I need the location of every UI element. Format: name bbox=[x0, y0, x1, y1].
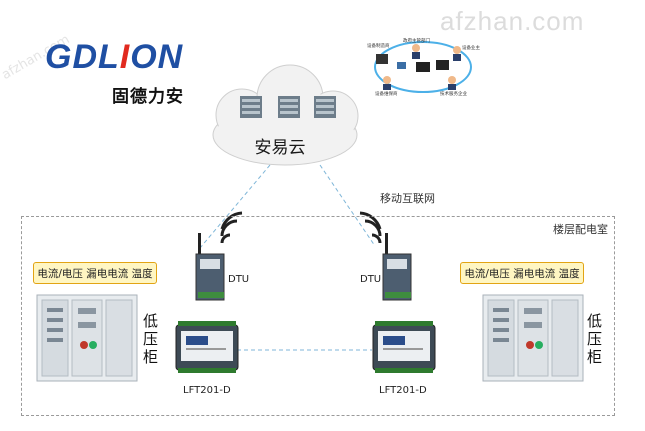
user-label-manufacturer: 设备制造商 bbox=[367, 44, 390, 49]
lft201-left-device bbox=[175, 321, 239, 373]
left-device-label: LFT201-D bbox=[183, 385, 231, 396]
network-label: 移动互联网 bbox=[380, 192, 435, 205]
user-label-maintainer: 设备维保商 bbox=[375, 92, 398, 97]
right-dtu-label: DTU bbox=[360, 274, 382, 285]
brand-bolt: I bbox=[119, 38, 131, 76]
cabinet-left-image bbox=[36, 294, 138, 382]
room-label: 楼层配电室 bbox=[553, 223, 608, 236]
brand-text-right: ON bbox=[130, 38, 184, 76]
user-label-owner: 设备业主 bbox=[462, 46, 480, 51]
wifi-signal-left-icon bbox=[220, 211, 243, 244]
link-cloud-right-dtu bbox=[319, 164, 376, 247]
user-label-government: 政府主管部门 bbox=[403, 39, 430, 44]
dtu-right-device bbox=[382, 233, 412, 301]
right-device-label: LFT201-D bbox=[379, 385, 427, 396]
watermark-text: afzhan.com bbox=[440, 6, 585, 36]
dtu-left-device bbox=[195, 233, 225, 301]
lft201-right-device bbox=[372, 321, 436, 373]
cloud-icon bbox=[212, 64, 359, 166]
wifi-signal-right-icon bbox=[359, 211, 382, 244]
brand-name-cn: 固德力安 bbox=[112, 87, 184, 107]
cabinet-right-image bbox=[482, 294, 584, 382]
brand-logo: GDLION bbox=[45, 38, 183, 77]
user-label-tech-service: 技术服务企业 bbox=[440, 92, 467, 97]
user-network-icon bbox=[374, 41, 472, 93]
left-measurement-badge: 电流/电压 漏电电流 温度 bbox=[33, 262, 157, 284]
server-icon bbox=[240, 96, 336, 118]
right-measurement-badge: 电流/电压 漏电电流 温度 bbox=[460, 262, 584, 284]
left-dtu-label: DTU bbox=[228, 274, 250, 285]
brand-text-left: GDL bbox=[45, 38, 120, 76]
left-cabinet-label: 低压柜 bbox=[143, 312, 159, 366]
right-cabinet-label: 低压柜 bbox=[587, 312, 603, 366]
distribution-room-boundary bbox=[21, 216, 615, 416]
cloud-label: 安易云 bbox=[254, 138, 306, 158]
